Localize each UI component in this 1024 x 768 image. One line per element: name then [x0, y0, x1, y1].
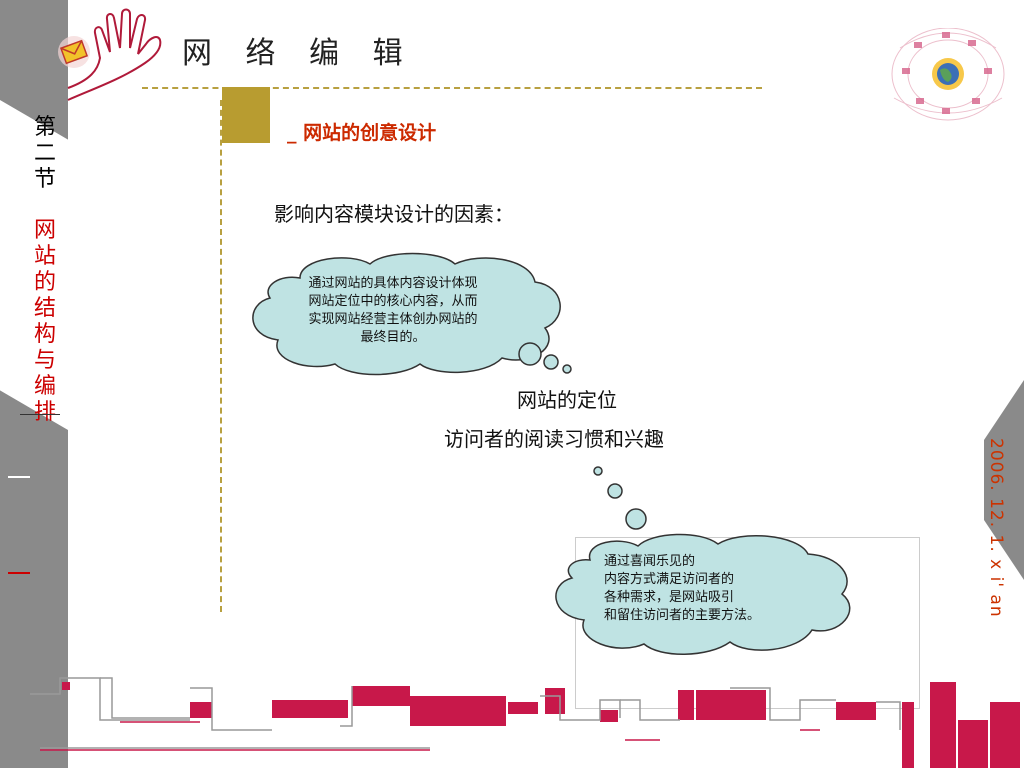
hand-icon [58, 8, 162, 101]
envelope-icon [58, 36, 90, 68]
cloud-2-line: 各种需求，是网站吸引 [604, 590, 735, 605]
factor-reading-habits: 访问者的阅读习惯和兴趣 [444, 427, 664, 451]
section-label-char: 二 [33, 141, 56, 166]
left-divider [8, 476, 30, 478]
cloud-2-line: 和留住访问者的主要方法。 [604, 608, 761, 623]
globe-icon [891, 28, 1005, 121]
section-label-char: 节 [33, 167, 56, 192]
thought-cloud-2 [555, 466, 851, 655]
cloud-2-line: 内容方式满足访问者的 [604, 572, 735, 587]
factors-heading: 影响内容模块设计的因素： [274, 202, 514, 226]
section-title-char: 与 [33, 348, 56, 373]
left-divider-red [8, 572, 30, 574]
sub-title: _ 网站的创意设计 [287, 122, 437, 144]
section-label-char: 第 [33, 115, 56, 140]
left-sidebar-panel [0, 100, 68, 430]
section-title-char: 编 [33, 374, 56, 399]
content-dashed-line [220, 100, 222, 612]
gold-accent-block [222, 87, 270, 143]
cloud-2-text: 通过喜闻乐见的 内容方式满足访问者的 各种需求，是网站吸引 和留住访问者的主要方… [604, 553, 834, 625]
circuit-decoration [30, 677, 1020, 768]
section-label: 第 二 节 [30, 115, 60, 193]
section-title-char: 的 [33, 270, 56, 295]
thought-cloud-1 [252, 252, 572, 376]
factor-website-positioning: 网站的定位 [517, 388, 617, 412]
cloud-1-text: 通过网站的具体内容设计体现网站定位中的核心内容，从而实现网站经营主体创办网站的最… [308, 276, 478, 345]
section-title-char: 站 [33, 244, 56, 269]
header-dashed-line [142, 87, 762, 89]
section-title-char: 排 [33, 400, 56, 425]
section-title: 网 站 的 结 构 与 编 排 [30, 218, 60, 426]
app-title: 网 络 编 辑 [182, 36, 415, 71]
cloud-2-line: 通过喜闻乐见的 [604, 554, 696, 569]
section-title-char: 结 [33, 296, 56, 321]
section-title-char: 构 [33, 322, 56, 347]
date-label: 2006. 12. 1. x i' an [986, 438, 1006, 618]
section-underline [20, 414, 60, 415]
section-title-char: 网 [33, 218, 56, 243]
